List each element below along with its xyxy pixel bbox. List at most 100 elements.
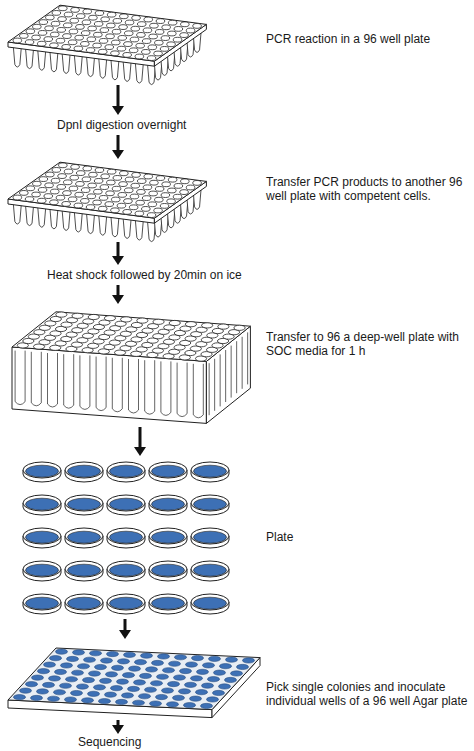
plate-stroke: [137, 179, 146, 184]
plate-stroke: [119, 182, 128, 187]
plate-stroke: [117, 679, 129, 684]
plate-stroke: [26, 597, 59, 609]
plate-stroke: [94, 189, 103, 194]
plate-stroke: [168, 188, 177, 193]
petri-dishes: [23, 462, 229, 614]
plate-stroke: [100, 28, 109, 33]
plate-stroke: [157, 674, 169, 679]
plate-stroke: [242, 337, 243, 389]
plate-stroke: [107, 180, 116, 185]
plate-stroke: [50, 43, 59, 48]
plate-stroke: [23, 495, 61, 511]
plate-stroke: [88, 183, 97, 188]
end-step: Sequencing: [78, 735, 141, 749]
plate-stroke: [74, 203, 83, 208]
plate-stroke: [60, 683, 72, 688]
plate-stroke: [26, 29, 35, 34]
plate-stroke: [226, 657, 238, 662]
plate-stroke: [137, 318, 148, 323]
plate-stroke: [56, 38, 65, 43]
plate-stroke: [147, 213, 156, 218]
plate-stroke: [58, 174, 67, 179]
plate-stroke: [169, 320, 180, 325]
plate-stroke: [142, 39, 151, 44]
plate-stroke: [152, 660, 164, 665]
plate-stroke: [218, 324, 229, 329]
plate-stroke: [149, 561, 187, 577]
plate-stroke: [194, 531, 227, 543]
plate-stroke: [75, 35, 84, 40]
plate-stroke: [71, 690, 83, 695]
plate-stroke: [146, 667, 158, 672]
plate-stroke: [161, 193, 170, 198]
plate-stroke: [61, 663, 73, 668]
plate-stroke: [26, 531, 59, 543]
plate-stroke: [76, 25, 85, 30]
plate-stroke: [31, 352, 41, 406]
plate-stroke: [158, 654, 170, 659]
plate-stroke: [37, 41, 46, 46]
plate-stroke: [112, 29, 121, 34]
plate-stroke: [111, 51, 120, 56]
plate-stroke: [207, 697, 219, 702]
plate-stroke: [185, 322, 196, 327]
plate-stroke: [124, 199, 133, 204]
plate-stroke: [190, 696, 202, 701]
plate-stroke: [65, 495, 103, 511]
plate-stroke: [161, 36, 170, 41]
plate-stroke: [133, 700, 145, 705]
plate-stroke: [107, 594, 145, 610]
plate-stroke: [57, 28, 66, 33]
plate-stroke: [77, 684, 89, 689]
plate-stroke: [173, 695, 185, 700]
plate-stroke: [72, 313, 83, 318]
plate-stroke: [8, 162, 206, 218]
plate-stroke: [150, 180, 159, 185]
plate-stroke: [86, 205, 95, 210]
plate-stroke: [65, 561, 103, 577]
plate-stroke: [234, 325, 245, 330]
plate-stroke: [219, 684, 231, 689]
plate-stroke: [63, 191, 72, 196]
plate-stroke: [68, 597, 101, 609]
plate-stroke: [185, 682, 197, 687]
plate-stroke: [125, 20, 134, 25]
arrow-head: [112, 256, 124, 265]
plate-stroke: [123, 673, 135, 678]
plate-stroke: [110, 597, 143, 609]
plate-stroke: [120, 171, 129, 176]
plate-stroke: [169, 661, 181, 666]
plate-stroke: [184, 703, 196, 708]
plate-stroke: [243, 658, 255, 663]
plate-stroke: [125, 177, 134, 182]
plate-stroke: [51, 21, 60, 26]
plate-stroke: [110, 564, 143, 576]
plate-stroke: [117, 46, 126, 51]
plate-stroke: [90, 651, 102, 656]
arrow-shaft: [117, 135, 120, 151]
plate-stroke: [32, 35, 41, 40]
plate-stroke: [56, 649, 68, 654]
plate-stroke: [25, 197, 34, 202]
plate-stroke: [26, 498, 59, 510]
plate-stroke: [72, 670, 84, 675]
plate-stroke: [68, 197, 77, 202]
plate-stroke: [132, 16, 141, 21]
plate-stroke: [131, 183, 140, 188]
plate-stroke: [52, 168, 61, 173]
step-caption: Pick single colonies and inoculate indiv…: [266, 680, 471, 708]
plate-stroke: [143, 28, 152, 33]
plate-stroke: [123, 210, 132, 215]
plate-stroke: [26, 186, 35, 191]
plate-stroke: [130, 37, 139, 42]
plate-stroke: [186, 185, 195, 190]
plate-stroke: [81, 42, 90, 47]
plate-stroke: [50, 189, 59, 194]
step-label: DpnI digestion overnight: [55, 118, 188, 132]
plate-stroke: [75, 192, 84, 197]
plate-stroke: [120, 14, 129, 19]
arrow-head: [119, 630, 131, 639]
plate-stroke: [136, 43, 145, 48]
plate-stroke: [107, 561, 145, 577]
